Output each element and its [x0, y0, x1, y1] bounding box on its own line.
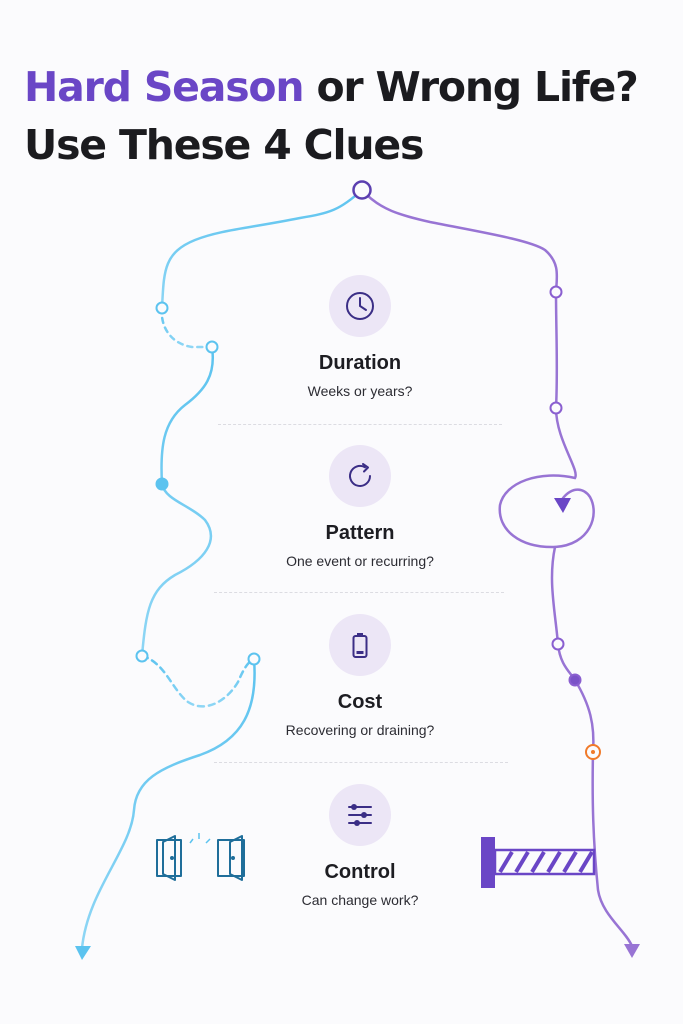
start-node: [352, 180, 372, 200]
purple-loop-arrow-head: [554, 498, 571, 513]
title-line2: Use These 4 Clues: [24, 121, 424, 169]
clue-subtitle: Recovering or draining?: [285, 722, 435, 738]
separator: [218, 424, 502, 425]
blue-arrow-head: [75, 946, 91, 960]
clue-cost-badge: [329, 614, 391, 676]
clue-control-badge: [329, 784, 391, 846]
clue-title: Duration: [318, 352, 402, 374]
clue-duration-badge: [329, 275, 391, 337]
sliders-icon: [348, 804, 372, 826]
barrier-icon: [481, 837, 596, 888]
clue-control: Control Can change work?: [230, 784, 490, 908]
clue-subtitle: One event or recurring?: [286, 553, 434, 569]
clock-icon: [346, 292, 374, 320]
blue-path-waypoints: [135, 301, 261, 666]
title-accent: Hard Season: [24, 63, 305, 111]
clue-title: Cost: [337, 691, 383, 713]
clue-subtitle: Can change work?: [301, 892, 419, 908]
purple-arrow-head: [624, 944, 640, 958]
refresh-icon: [349, 463, 371, 487]
battery-icon: [352, 633, 368, 658]
clue-subtitle: Weeks or years?: [307, 383, 413, 399]
clue-title: Control: [324, 861, 396, 883]
title-rest: or Wrong Life?: [303, 63, 638, 111]
clue-pattern: Pattern One event or recurring?: [230, 445, 490, 569]
clue-title: Pattern: [325, 522, 395, 544]
clue-duration: Duration Weeks or years?: [230, 275, 490, 399]
page-title: Hard Season or Wrong Life? Use These 4 C…: [24, 58, 639, 174]
separator: [214, 762, 508, 763]
warning-marker: [585, 744, 601, 760]
purple-path: [360, 188, 634, 948]
clue-cost: Cost Recovering or draining?: [230, 614, 490, 738]
separator: [214, 592, 504, 593]
purple-path-waypoints: [549, 285, 582, 687]
open-door-icon: [156, 833, 245, 881]
clue-pattern-badge: [329, 445, 391, 507]
